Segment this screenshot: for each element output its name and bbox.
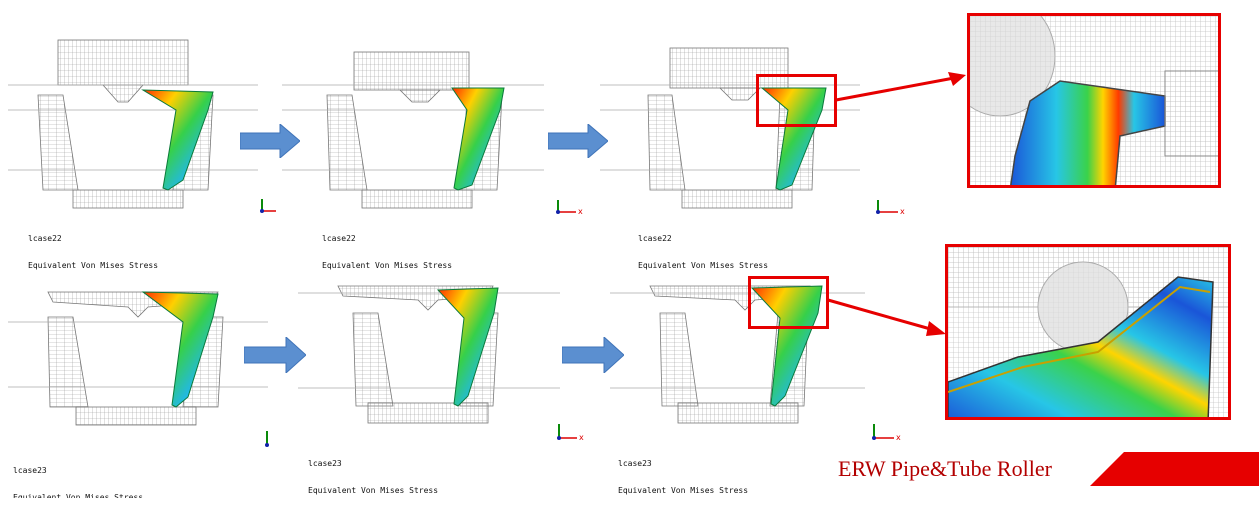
case-label: lcase23 xyxy=(13,466,47,475)
brand-banner-shape xyxy=(1090,452,1259,486)
pointer-arrow-icon xyxy=(835,72,966,102)
highlight-box xyxy=(748,276,829,329)
fem-panel-1: lcase22 Equivalent Von Mises Stress xyxy=(8,39,276,270)
arrow-right-icon xyxy=(561,335,625,375)
arrow-right-icon xyxy=(239,122,301,160)
axis-triad-icon: x xyxy=(868,420,908,442)
mesh-view xyxy=(298,285,560,424)
highlight-box xyxy=(756,74,837,127)
svg-text:x: x xyxy=(578,207,583,216)
result-label: Equivalent Von Mises Stress xyxy=(618,486,749,495)
fem-panel-5: x lcase23 Equivalent Von Mises Stress xyxy=(298,258,584,495)
svg-text:x: x xyxy=(579,433,584,442)
arrow-right-icon xyxy=(243,335,307,375)
mesh-view xyxy=(8,39,258,209)
mesh-view xyxy=(600,47,860,209)
fem-panel-3: x lcase22 Equivalent Von Mises Stress xyxy=(600,40,905,270)
case-label: lcase22 xyxy=(28,234,62,243)
case-label: lcase23 xyxy=(618,459,652,468)
arrow-right-icon xyxy=(547,122,609,160)
axis-triad-icon: x xyxy=(552,196,586,216)
fem-panel-6: x lcase23 Equivalent Von Mises Stress xyxy=(610,258,901,495)
result-label: Equivalent Von Mises Stress xyxy=(322,261,453,270)
mesh-view xyxy=(610,285,865,424)
case-label: lcase22 xyxy=(638,234,672,243)
result-label: Equivalent Von Mises Stress xyxy=(308,486,439,495)
axis-triad-icon xyxy=(256,195,280,215)
result-label: Equivalent Von Mises Stress xyxy=(638,261,769,270)
zoom-view-1 xyxy=(967,13,1221,188)
result-label: Equivalent Von Mises Stress xyxy=(13,493,144,498)
svg-text:x: x xyxy=(896,433,901,442)
result-label: Equivalent Von Mises Stress xyxy=(28,261,159,270)
axis-triad-icon: x xyxy=(872,196,912,216)
axis-triad-icon xyxy=(263,425,283,451)
pointer-arrow-icon xyxy=(827,298,946,336)
brand-title: ERW Pipe&Tube Roller xyxy=(838,456,1052,481)
case-label: lcase22 xyxy=(322,234,356,243)
zoom-view-2 xyxy=(945,244,1231,420)
axis-triad-icon: x xyxy=(553,420,587,442)
fem-panel-2: x lcase22 Equivalent Von Mises Stress xyxy=(282,40,583,270)
fem-panel-4: lcase23 Equivalent Von Mises Stress xyxy=(8,262,269,498)
mesh-view xyxy=(282,51,544,209)
case-label: lcase23 xyxy=(308,459,342,468)
svg-text:x: x xyxy=(900,207,905,216)
mesh-view xyxy=(8,291,268,426)
